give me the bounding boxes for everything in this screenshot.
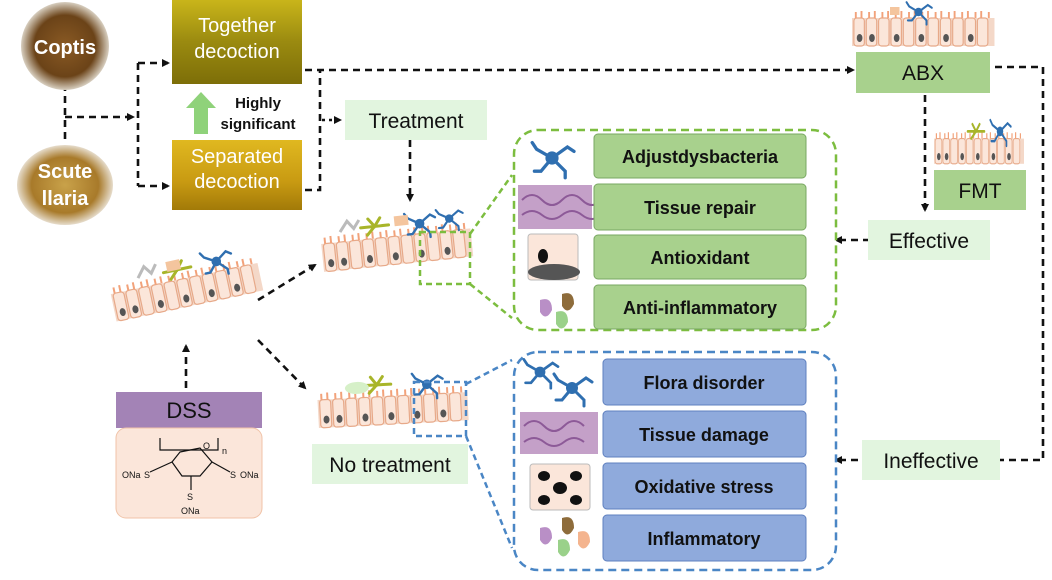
effect-box-repair	[593, 183, 807, 231]
separated-decoction: Separated decoction	[172, 140, 302, 210]
comparison-label-1: Highly	[235, 95, 281, 112]
treated-zoom-line-top	[468, 174, 514, 235]
arrow-to-treated-tissue	[257, 263, 317, 302]
effect-label-adjust: Adjustdysbacteria	[622, 147, 779, 167]
dss-oxygen-label: O	[203, 441, 210, 451]
together-label-2: decoction	[194, 41, 280, 63]
separated-label-1: Separated	[191, 146, 283, 168]
effect-box-oxidative	[602, 462, 807, 510]
dss-model-tissue	[108, 245, 265, 323]
dss-box	[116, 392, 262, 428]
effect-box-adjust	[593, 133, 807, 179]
abx-box	[856, 52, 990, 93]
abx-tissue	[851, 1, 996, 47]
scutellaria-photo	[17, 145, 113, 225]
highly-significant-comparison: Highly significant	[186, 92, 296, 134]
coptis-photo	[21, 2, 109, 90]
dss-chemical-structure	[149, 438, 231, 490]
comparison-label-2: significant	[220, 116, 295, 133]
effect-box-antioxidant	[593, 234, 807, 280]
untreated-effect-boxes: Flora disorder Tissue damage Oxidative s…	[602, 358, 807, 562]
dss-ona-right: ONa	[240, 470, 259, 480]
dss-sulfur-bottom: S	[187, 492, 193, 502]
effect-box-antiinflammatory	[593, 284, 807, 330]
treated-icons	[518, 140, 603, 329]
treated-tissue	[319, 206, 475, 273]
abx-label: ABX	[902, 62, 944, 85]
together-decoction: Together decoction	[172, 0, 302, 84]
separated-label-2: decoction	[194, 171, 280, 193]
treatment-box	[345, 100, 487, 140]
dss-label: DSS	[166, 398, 211, 423]
effect-label-repair: Tissue repair	[644, 198, 756, 218]
dss-sulfur-right: S	[230, 470, 236, 480]
tissue-damage-icon	[520, 412, 598, 454]
treatment-label: Treatment	[369, 110, 464, 133]
effective-node: Effective	[868, 220, 990, 260]
treated-effect-boxes: Adjustdysbacteria Tissue repair Antioxid…	[593, 133, 807, 330]
untreated-tissue	[316, 371, 470, 429]
no-treatment-box	[312, 444, 468, 484]
effect-label-inflammatory: Inflammatory	[647, 529, 760, 549]
effect-label-flora: Flora disorder	[643, 373, 764, 393]
fmt-node: FMT	[933, 118, 1026, 210]
no-treatment-label: No treatment	[329, 454, 451, 477]
separated-decoction-photo	[172, 140, 302, 210]
dss-sulfur-left: S	[144, 470, 150, 480]
arrow-to-untreated-tissue	[257, 339, 307, 390]
tissue-histology-icon	[518, 185, 592, 229]
dss-subscript-label: n	[222, 446, 227, 456]
dss-ona-bottom: ONa	[181, 506, 200, 516]
untreated-zoom-line-top	[465, 358, 513, 386]
effect-box-flora	[602, 358, 807, 406]
dss-structure-panel	[115, 427, 263, 519]
connector-abx-ineffective-line	[995, 65, 1045, 462]
immune-cells-icon	[540, 293, 574, 329]
effective-box	[868, 220, 990, 260]
coptis-label: Coptis	[34, 37, 96, 59]
dss-node: DSS O n S ONa S ONa S ONa	[115, 392, 263, 519]
scutellaria-label-1: Scute	[38, 161, 92, 183]
connector-separated-up	[305, 70, 322, 192]
no-treatment-node: No treatment	[312, 444, 468, 484]
together-label-1: Together	[198, 15, 276, 37]
effect-box-inflammatory	[602, 514, 807, 562]
scutellaria-label-2: llaria	[42, 188, 90, 210]
treatment-node: Treatment	[345, 100, 487, 140]
dss-ona-left: ONa	[122, 470, 141, 480]
up-arrow-icon	[186, 92, 216, 134]
effect-label-oxidative: Oxidative stress	[634, 477, 773, 497]
treated-zoom-line-bottom	[469, 283, 513, 319]
effect-label-antiinflammatory: Anti-inflammatory	[623, 298, 777, 318]
abx-node: ABX	[851, 1, 996, 93]
effective-label: Effective	[889, 230, 969, 253]
fmt-tissue	[933, 118, 1025, 165]
treated-zoom-frame	[418, 230, 472, 286]
untreated-icons	[520, 358, 598, 557]
fmt-label: FMT	[958, 180, 1001, 203]
ineffective-label: Ineffective	[883, 450, 978, 473]
scutellaria-herb: Scute llaria	[17, 145, 113, 225]
inflammatory-cells-icon	[540, 517, 590, 557]
untreated-zoom-line-bottom	[464, 435, 514, 549]
together-decoction-photo	[172, 0, 302, 84]
ineffective-node: Ineffective	[862, 440, 1000, 480]
effect-box-damage	[602, 410, 807, 458]
effect-label-damage: Tissue damage	[639, 425, 769, 445]
fmt-box	[934, 170, 1026, 210]
effect-label-antioxidant: Antioxidant	[651, 248, 750, 268]
coptis-herb: Coptis	[21, 2, 109, 90]
ineffective-box	[862, 440, 1000, 480]
untreated-zoom-frame	[412, 380, 468, 438]
